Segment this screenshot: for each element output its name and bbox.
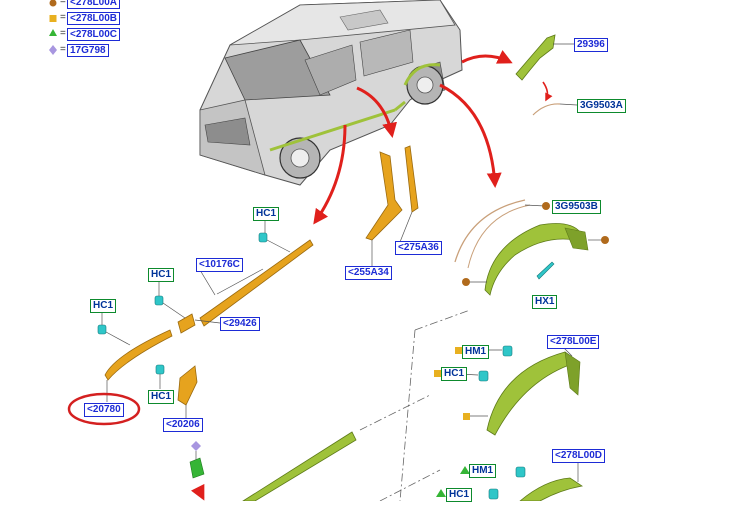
legend-triangle-icon [49, 29, 57, 36]
legend-equals: = [60, 12, 66, 23]
direction-arrows [313, 50, 553, 225]
legend-symbols [49, 0, 57, 55]
part-20780[interactable] [104, 329, 173, 402]
fastener-markers [189, 202, 609, 497]
part-278l00e-arch[interactable] [486, 343, 581, 436]
legend-code-278l00b[interactable]: <278L00B [67, 12, 120, 25]
label-10176c[interactable]: <10176C [196, 258, 243, 272]
legend-circle-icon [49, 0, 57, 7]
label-3g9503a[interactable]: 3G9503A [577, 99, 626, 113]
label-3g9503b[interactable]: 3G9503B [552, 200, 601, 214]
legend-code-278l00c[interactable]: <278L00C [67, 28, 120, 41]
part-20206[interactable] [177, 365, 198, 418]
part-10176c[interactable] [199, 239, 314, 327]
label-hc1[interactable]: HC1 [148, 390, 175, 404]
clip-icon [154, 295, 164, 306]
clip-icon [488, 488, 499, 500]
clip-icon [536, 261, 555, 280]
label-29396[interactable]: 29396 [574, 38, 608, 52]
legend-equals: = [60, 44, 66, 55]
legend-code-17g798[interactable]: 17G798 [67, 44, 109, 57]
label-20206[interactable]: <20206 [163, 418, 203, 432]
part-29426[interactable] [177, 313, 221, 334]
small-red-arrow [190, 483, 205, 501]
clip-icon [97, 324, 107, 335]
part-29396[interactable] [515, 34, 574, 81]
clip-icon [155, 364, 165, 375]
label-hx1[interactable]: HX1 [532, 295, 558, 309]
label-hm1[interactable]: HM1 [462, 345, 490, 359]
part-255a34[interactable] [365, 151, 403, 266]
label-255a34[interactable]: <255A34 [345, 266, 392, 280]
legend-diamond-icon [49, 45, 57, 55]
clip-icon [478, 370, 489, 382]
legend-code-278l00a[interactable]: <278L00A [67, 0, 120, 9]
label-hc1[interactable]: HC1 [148, 268, 175, 282]
label-278l00e[interactable]: <278L00E [547, 335, 600, 349]
assembly-dash-lines [359, 309, 471, 502]
label-hc1[interactable]: HC1 [253, 207, 280, 221]
label-20780[interactable]: <20780 [84, 403, 124, 417]
part-278l00d-arch[interactable] [518, 462, 584, 502]
part-rear-arch-upper[interactable] [454, 199, 603, 296]
label-hc1[interactable]: HC1 [446, 488, 473, 502]
clip-icon [515, 466, 526, 478]
clip-icon [258, 232, 268, 243]
part-3g9503a[interactable] [532, 103, 578, 116]
legend-equals: = [60, 0, 66, 7]
label-29426[interactable]: <29426 [220, 317, 260, 331]
clip-fasteners [97, 232, 555, 500]
legend-square-icon [49, 15, 57, 22]
label-hm1[interactable]: HM1 [469, 464, 497, 478]
label-278l00d[interactable]: <278L00D [552, 449, 605, 463]
label-hc1[interactable]: HC1 [441, 367, 468, 381]
part-rocker-panel-lower[interactable] [241, 431, 357, 502]
label-275a36[interactable]: <275A36 [395, 241, 442, 255]
van-illustration [199, 0, 463, 186]
clip-leader-lines [101, 220, 291, 389]
callout-circle [67, 392, 141, 426]
clip-icon [502, 345, 513, 357]
legend-equals: = [60, 28, 66, 39]
label-hc1[interactable]: HC1 [90, 299, 117, 313]
part-275a36[interactable] [399, 145, 419, 243]
